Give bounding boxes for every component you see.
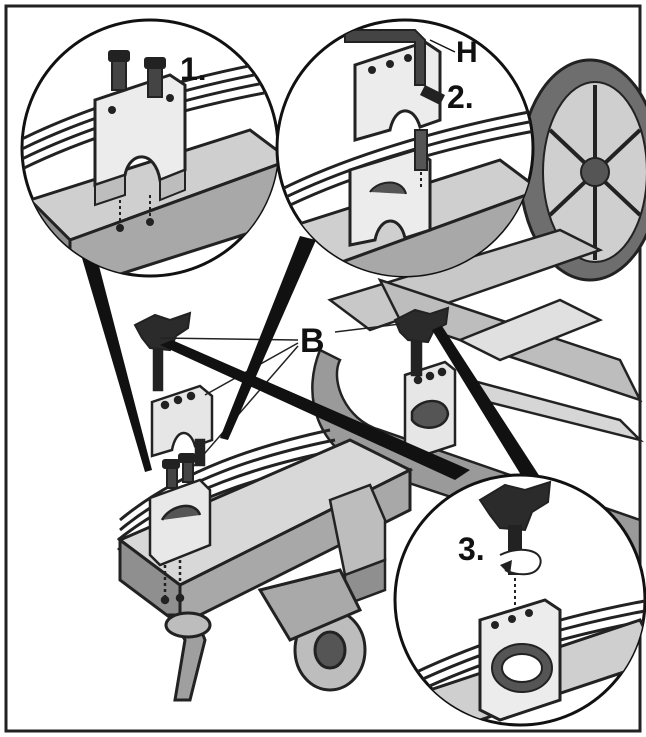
rear-wheel bbox=[518, 58, 646, 282]
star-knob-left bbox=[133, 311, 192, 352]
step2-label: 2. bbox=[447, 79, 474, 115]
screws-left bbox=[162, 453, 196, 489]
step1-label: 1. bbox=[180, 51, 207, 87]
main-scene bbox=[82, 58, 646, 702]
callout-step1 bbox=[20, 18, 280, 278]
h-leader-line bbox=[429, 39, 456, 53]
beam-bracket bbox=[328, 483, 387, 607]
caster-wheel bbox=[257, 568, 367, 692]
part-b-label: B bbox=[300, 322, 325, 360]
callout-step3 bbox=[393, 473, 646, 727]
lower-clamp-left bbox=[148, 478, 212, 605]
step3-label: 3. bbox=[458, 531, 485, 567]
lever-handle bbox=[164, 611, 212, 702]
upper-clamp-left bbox=[150, 348, 214, 467]
b-leader-lines bbox=[159, 323, 401, 469]
frame-clamp-right bbox=[403, 333, 457, 460]
part-h-label: H bbox=[456, 36, 478, 69]
callout-wedges bbox=[82, 236, 555, 506]
callout-step2 bbox=[275, 18, 535, 278]
